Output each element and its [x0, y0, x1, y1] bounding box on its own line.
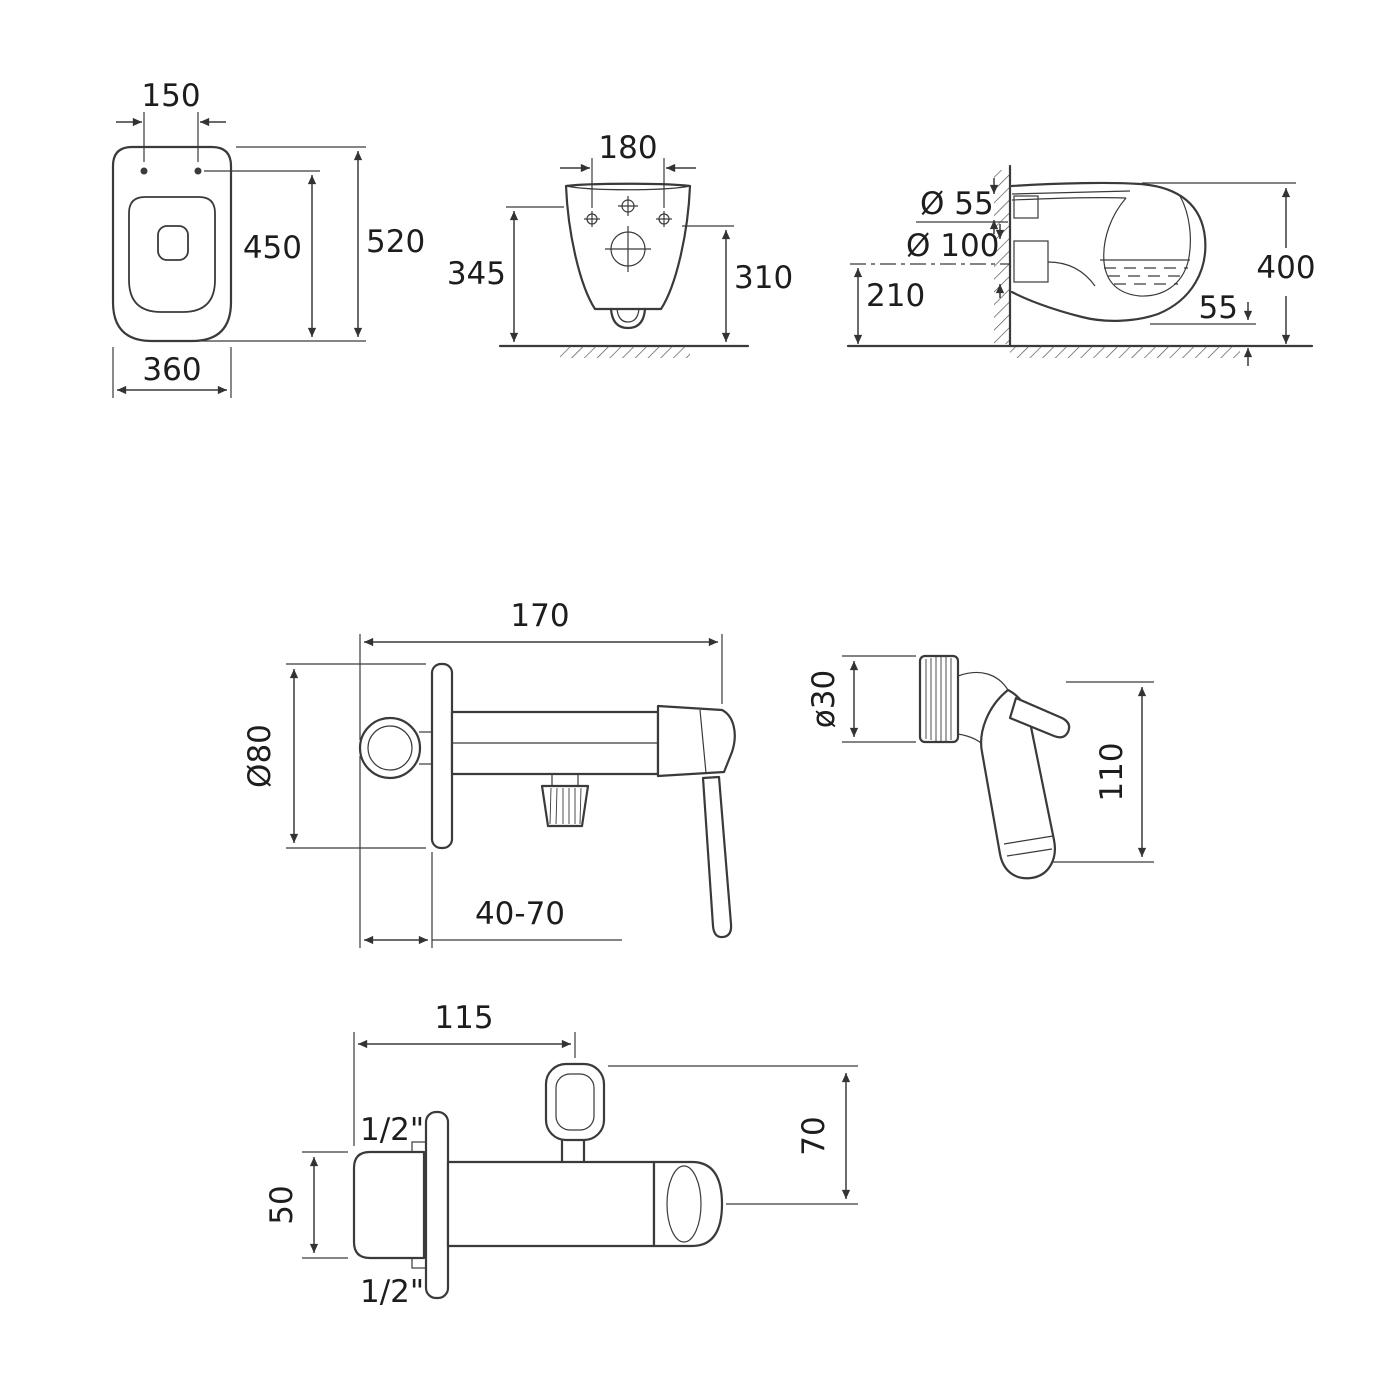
view-hand-sprayer: ø30 110 [806, 654, 1154, 880]
dim-label-70: 70 [796, 1116, 832, 1155]
view-toilet-side: Ø 55 Ø 100 210 400 55 [846, 164, 1316, 366]
dim-label-180: 180 [598, 130, 657, 166]
drain-pipe [1013, 240, 1049, 283]
shower-holder [544, 1062, 606, 1164]
dim-label-d80: Ø80 [242, 724, 278, 788]
drain-stub-outer [609, 307, 647, 330]
dim-side-inlet: Ø 55 [916, 178, 1008, 234]
dim-mixer-flange: Ø80 [242, 663, 426, 849]
dim-holder-offset: 115 [353, 1000, 576, 1146]
dim-label-110: 110 [1094, 742, 1130, 801]
inlet-pipe [1013, 195, 1039, 219]
mount-hole-right [194, 167, 202, 175]
mixer-head [656, 704, 736, 778]
dim-label-310: 310 [734, 260, 793, 296]
dim-label-150: 150 [141, 78, 200, 114]
dim-front-hole-spacing: 150 [116, 78, 226, 162]
dim-rear-hole-spacing: 180 [560, 130, 696, 208]
fixing-holes [584, 196, 672, 272]
tank-outline [564, 182, 692, 311]
hose-outlet [540, 773, 590, 828]
bowl-outline [111, 145, 233, 343]
dim-side-total-height: 400 [1142, 182, 1316, 344]
mount-hole-left [140, 167, 148, 175]
water-level-lines [1100, 259, 1190, 285]
dim-front-seat-height: 450 [204, 170, 320, 337]
dim-label-40-70: 40-70 [475, 896, 565, 932]
inlet-flange-outer [358, 716, 422, 780]
dim-sprayer-head-diameter: ø30 [806, 655, 916, 743]
cap-line-1 [1003, 835, 1054, 845]
bowl-cavity [1103, 195, 1191, 297]
neck-top [957, 671, 1009, 691]
dim-label-115: 115 [434, 1000, 493, 1036]
mixer-head-front [652, 1160, 724, 1248]
head-seam [699, 709, 707, 774]
dim-label-450: 450 [243, 230, 302, 266]
dim-label-thread-top: 1/2" [360, 1112, 424, 1148]
dim-label-210: 210 [866, 278, 925, 314]
inlet-flange-inner [367, 725, 413, 771]
dim-side-drain: Ø 100 [850, 224, 1010, 298]
wall-plate-front [424, 1110, 450, 1300]
wall-plate [430, 662, 454, 850]
head-end-cap [666, 1165, 702, 1243]
dim-label-d100: Ø 100 [906, 228, 999, 264]
dim-label-50: 50 [264, 1185, 300, 1224]
dim-label-400: 400 [1256, 250, 1315, 286]
bowl-profile [1010, 181, 1207, 322]
tank-rim-line [565, 185, 691, 191]
cap-line-2 [1006, 848, 1053, 857]
view-toilet-front: 150 520 450 360 [111, 78, 425, 398]
dim-side-bottom-gap: 55 [1150, 290, 1256, 366]
view-toilet-rear: 180 345 310 [447, 130, 793, 358]
dim-label-170: 170 [510, 598, 569, 634]
dim-label-thread-bottom: 1/2" [360, 1274, 424, 1310]
wall-hatch [994, 170, 1010, 344]
dim-label-d30: ø30 [806, 670, 842, 728]
seat-line-2 [1011, 197, 1127, 201]
dim-front-total-height: 520 [198, 146, 425, 342]
dim-mixer-wall-depth: 40-70 [359, 756, 622, 948]
thread-step-bottom [411, 1257, 427, 1269]
sprayer-head [918, 654, 960, 744]
dim-mixer-length: 170 [359, 598, 723, 740]
dim-label-d55: Ø 55 [920, 186, 994, 222]
view-mixer-side: 170 Ø80 40-70 [242, 598, 736, 948]
dim-rear-height-left: 345 [447, 206, 564, 342]
dim-holder-height: 70 [608, 1065, 858, 1205]
sprayer-trigger [1008, 696, 1071, 739]
lever-handle [701, 775, 733, 939]
dim-label-345: 345 [447, 256, 506, 292]
seat-line-1 [1011, 190, 1131, 195]
ground-hatch [560, 346, 690, 358]
dim-front-width: 360 [112, 347, 232, 398]
mixer-body-front [446, 1160, 656, 1248]
dim-side-drain-height: 210 [853, 268, 925, 344]
flush-opening [157, 225, 189, 261]
floor-hatch [1010, 346, 1240, 358]
view-mixer-front: 115 1/2" 1/2" 50 70 [264, 1000, 858, 1310]
dim-label-55: 55 [1199, 290, 1238, 326]
drain-stub-inner [616, 308, 640, 323]
dim-body-diameter: 50 [264, 1151, 348, 1259]
dim-label-520: 520 [366, 224, 425, 260]
dim-rear-height-right: 310 [682, 225, 793, 342]
seat-outline [128, 196, 216, 313]
dim-label-360: 360 [142, 352, 201, 388]
inlet-cylinder [352, 1150, 426, 1260]
dim-sprayer-height: 110 [1052, 681, 1154, 863]
drain-connection [1047, 261, 1096, 287]
